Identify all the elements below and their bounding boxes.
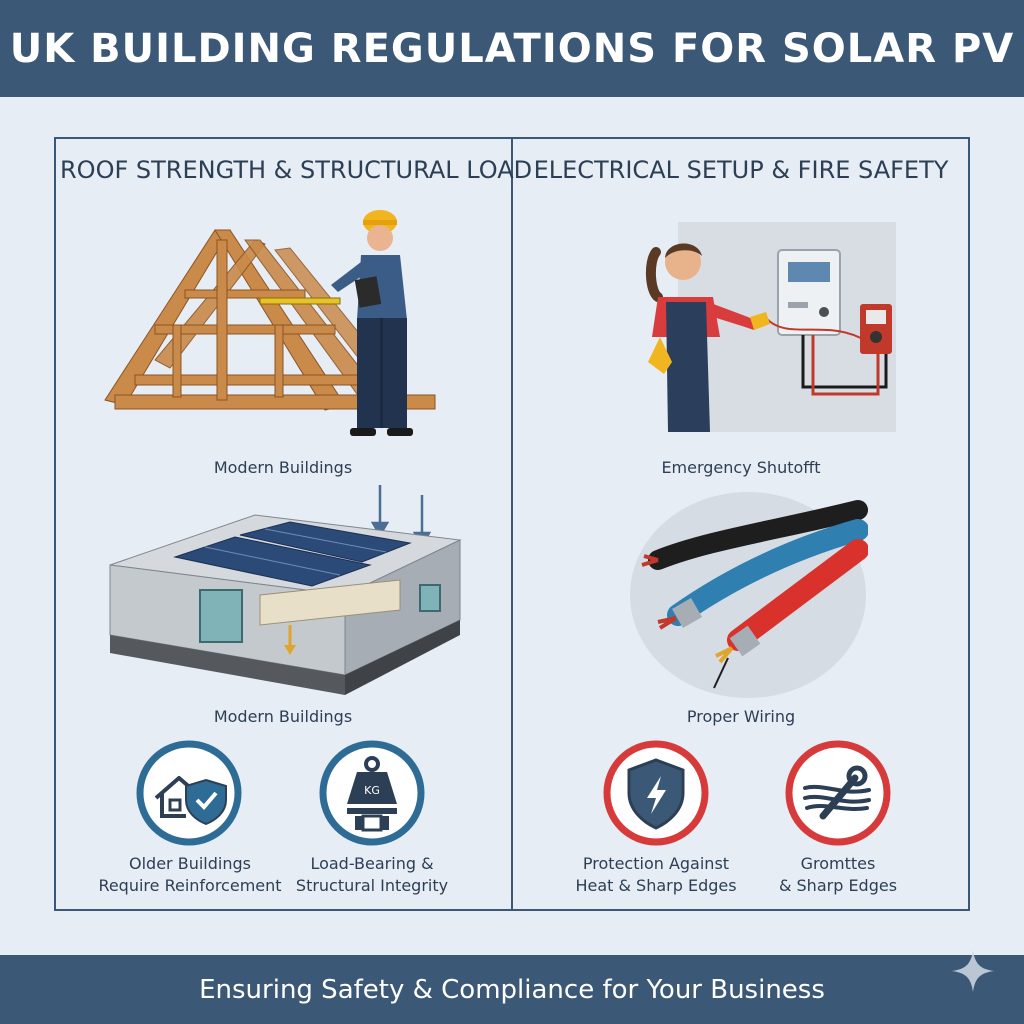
column-divider bbox=[511, 137, 513, 911]
roof-truss-illustration bbox=[104, 210, 436, 436]
modern-building-illustration bbox=[109, 485, 462, 695]
page-title: UK BUILDING REGULATIONS FOR SOLAR PV bbox=[9, 25, 1015, 72]
left-icon-label-1: Older Buildings Require Reinforcement bbox=[98, 854, 282, 895]
right-icon-label-2: Gromttes & Sharp Edges bbox=[778, 854, 898, 895]
left-caption-top: Modern Buildings bbox=[213, 458, 353, 477]
house-shield-icon bbox=[136, 740, 242, 846]
cables-wrench-icon bbox=[785, 740, 891, 846]
weight-label: KG bbox=[364, 784, 380, 797]
right-caption-mid: Proper Wiring bbox=[686, 707, 796, 726]
footer-banner: Ensuring Safety & Compliance for Your Bu… bbox=[0, 955, 1024, 1024]
right-section-title: ELECTRICAL SETUP & FIRE SAFETY bbox=[533, 156, 949, 184]
cables-illustration bbox=[630, 492, 868, 698]
weight-load-icon: KG bbox=[319, 740, 425, 846]
sparkle-icon bbox=[952, 950, 994, 992]
electrician-illustration bbox=[646, 222, 896, 432]
left-caption-mid: Modern Buildings bbox=[213, 707, 353, 726]
lightning-shield-icon bbox=[603, 740, 709, 846]
right-icon-label-1: Protection Against Heat & Sharp Edges bbox=[575, 854, 737, 895]
right-caption-top: Emergency Shutofft bbox=[661, 458, 821, 477]
footer-text: Ensuring Safety & Compliance for Your Bu… bbox=[199, 974, 825, 1005]
left-section-title: ROOF STRENGTH & STRUCTURAL LOAD bbox=[60, 156, 533, 184]
left-icon-label-2: Load-Bearing & Structural Integrity bbox=[295, 854, 449, 895]
header-banner: UK BUILDING REGULATIONS FOR SOLAR PV bbox=[0, 0, 1024, 97]
